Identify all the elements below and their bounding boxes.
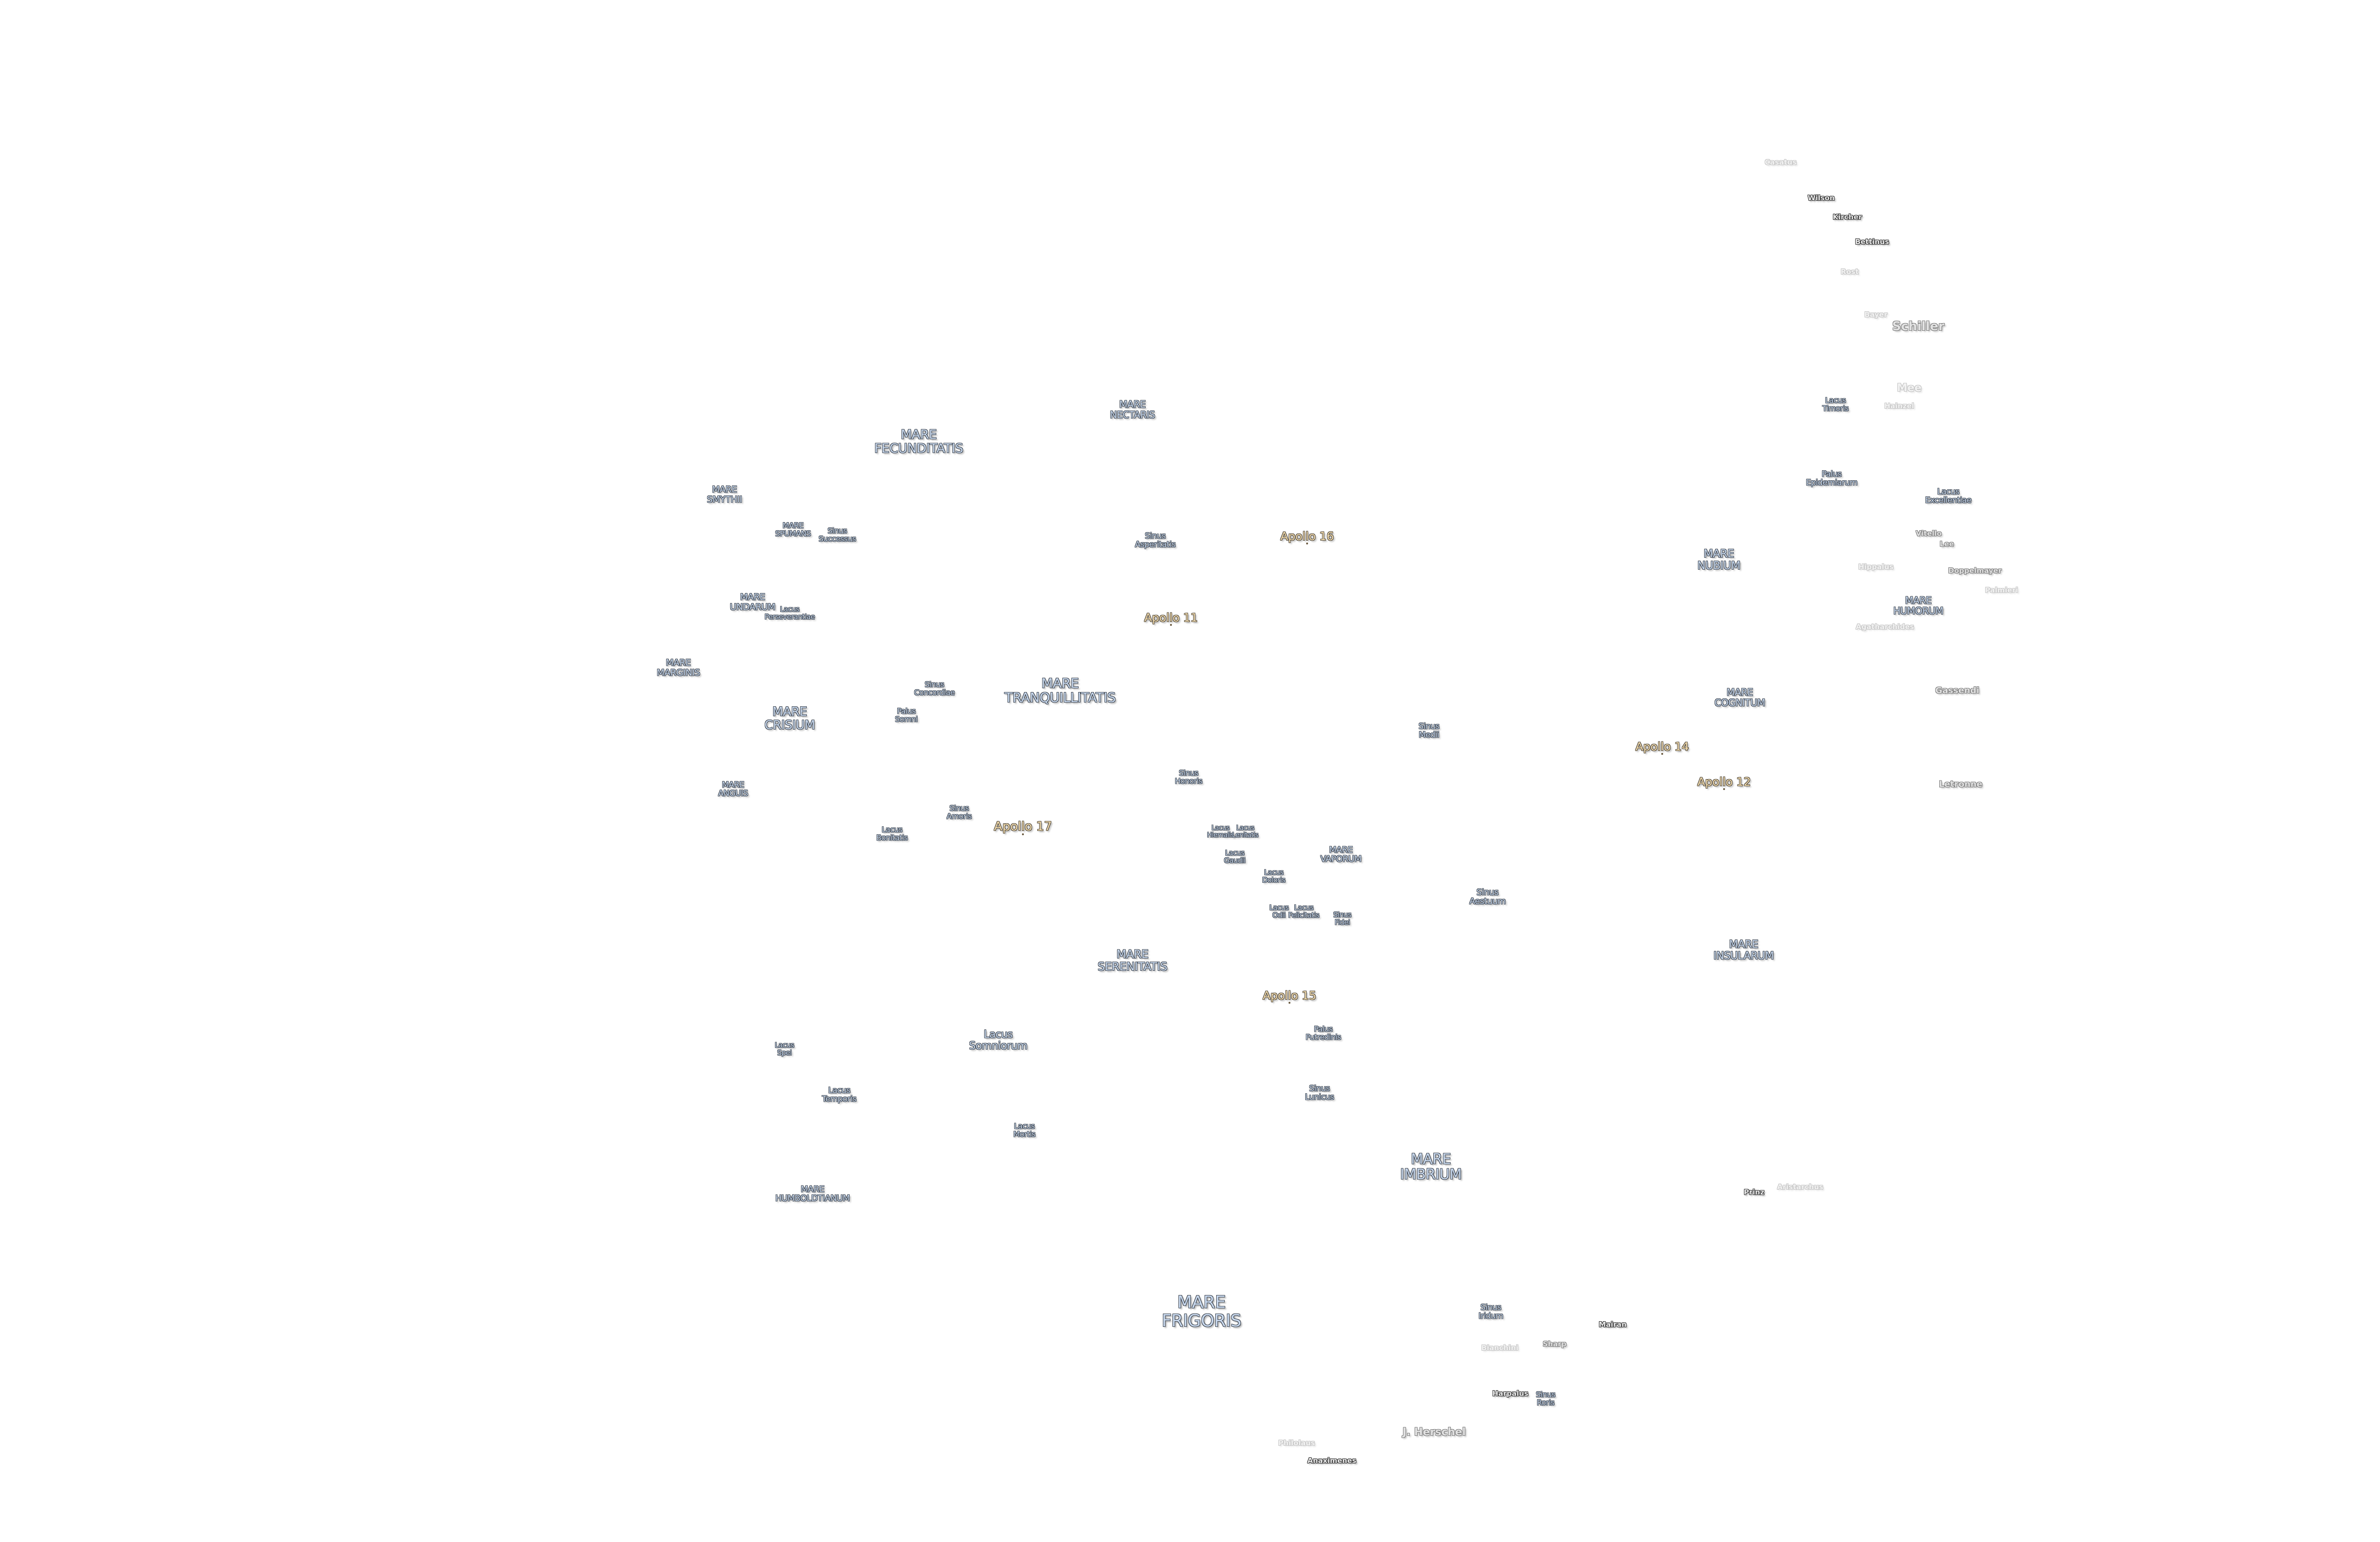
- feature-label-mare-humorum[interactable]: MARE HUMORUM: [1893, 594, 1944, 616]
- feature-label-sinus-concordiae[interactable]: Sinus Concordiae: [914, 680, 955, 697]
- feature-label-j-herschel[interactable]: J. Herschel: [1402, 1426, 1466, 1439]
- feature-label-mare-marginis[interactable]: MARE MARGINIS: [656, 657, 700, 678]
- feature-label-rost[interactable]: Rost: [1841, 267, 1859, 276]
- feature-label-hainzel[interactable]: Hainzel: [1884, 401, 1914, 410]
- feature-label-mare-tranquillitatis[interactable]: MARE TRANQUILLITATIS: [1004, 675, 1116, 705]
- feature-label-wilson[interactable]: Wilson: [1807, 193, 1835, 202]
- landing-site-marker-icon: [1170, 624, 1172, 626]
- feature-label-vitello[interactable]: Vitello: [1915, 529, 1942, 538]
- feature-label-sinus-honoris[interactable]: Sinus Honoris: [1175, 768, 1202, 786]
- feature-label-lacus-bonitatis[interactable]: Lacus Bonitatis: [876, 825, 908, 842]
- feature-label-lacus-lenitatis[interactable]: Lacus Lenitatis: [1232, 824, 1259, 839]
- landing-site-label-apollo-15[interactable]: Apollo 15: [1262, 989, 1317, 1003]
- feature-label-sinus-roris[interactable]: Sinus Roris: [1536, 1390, 1556, 1407]
- feature-label-mare-vaporum[interactable]: MARE VAPORUM: [1320, 845, 1362, 864]
- feature-label-mare-anguis[interactable]: MARE ANGUIS: [718, 780, 748, 799]
- feature-label-sinus-lunicus[interactable]: Sinus Lunicus: [1305, 1084, 1334, 1102]
- feature-label-mare-crisium[interactable]: MARE CRISIUM: [764, 704, 815, 732]
- feature-label-palmieri[interactable]: Palmieri: [1985, 585, 2018, 594]
- feature-label-lacus-somniorum[interactable]: Lacus Somniorum: [969, 1028, 1028, 1052]
- feature-label-lacus-mortis[interactable]: Lacus Mortis: [1013, 1121, 1036, 1139]
- feature-label-mare-spumans[interactable]: MARE SPUMANS: [775, 521, 811, 538]
- landing-site-marker-icon: [1022, 833, 1024, 835]
- feature-label-lacus-doloris[interactable]: Lacus Doloris: [1262, 868, 1286, 884]
- feature-label-sinus-asperitatis[interactable]: Sinus Asperitatis: [1135, 531, 1176, 550]
- feature-label-mare-nectaris[interactable]: MARE NECTARIS: [1110, 398, 1155, 420]
- feature-label-lacus-gaudii[interactable]: Lacus Gaudii: [1224, 848, 1246, 865]
- feature-label-sinus-fidei[interactable]: Sinus Fidei: [1333, 910, 1352, 927]
- feature-label-mare-undarum[interactable]: MARE UNDARUM: [730, 592, 775, 612]
- feature-label-mare-humboldtianum[interactable]: MARE HUMBOLDTIANUM: [775, 1184, 850, 1204]
- feature-label-mare-frigoris[interactable]: MARE FRIGORIS: [1161, 1293, 1241, 1331]
- feature-label-lee[interactable]: Lee: [1940, 539, 1954, 548]
- landing-site-marker-icon: [1306, 543, 1308, 545]
- feature-label-harpalus[interactable]: Harpalus: [1492, 1389, 1528, 1398]
- feature-label-sharp[interactable]: Sharp: [1543, 1339, 1567, 1348]
- landing-site-label-apollo-11[interactable]: Apollo 11: [1144, 611, 1198, 625]
- feature-label-bianchini[interactable]: Bianchini: [1481, 1343, 1518, 1352]
- feature-label-hippalus[interactable]: Hippalus: [1858, 562, 1894, 571]
- landing-site-label-apollo-14[interactable]: Apollo 14: [1635, 740, 1689, 754]
- feature-label-sinus-successus[interactable]: Sinus Successus: [818, 526, 856, 544]
- feature-label-sinus-medii[interactable]: Sinus Medii: [1418, 722, 1439, 740]
- feature-label-lacus-temporis[interactable]: Lacus Temporis: [822, 1086, 857, 1104]
- feature-label-aristarchus[interactable]: Aristarchus: [1777, 1182, 1824, 1191]
- feature-label-mare-imbrium[interactable]: MARE IMBRIUM: [1400, 1151, 1462, 1183]
- feature-label-lacus-felicitatis[interactable]: Lacus Felicitatis: [1288, 903, 1319, 919]
- feature-label-lacus-hiemalis[interactable]: Lacus Hiemalis: [1207, 824, 1234, 839]
- feature-label-sinus-amoris[interactable]: Sinus Amoris: [946, 803, 972, 821]
- feature-label-lacus-excellentiae[interactable]: Lacus Excellentiae: [1925, 487, 1972, 505]
- feature-label-lacus-timoris[interactable]: Lacus Timoris: [1822, 395, 1849, 413]
- feature-label-agatharchides[interactable]: Agatharchides: [1855, 622, 1914, 631]
- feature-label-lacus-odii[interactable]: Lacus Odii: [1269, 903, 1289, 919]
- landing-site-label-apollo-17[interactable]: Apollo 17: [994, 819, 1052, 834]
- feature-label-palus-putredinis[interactable]: Palus Putredinis: [1305, 1024, 1341, 1042]
- feature-label-doppelmayer[interactable]: Doppelmayer: [1948, 566, 2002, 575]
- feature-label-mairan[interactable]: Mairan: [1598, 1320, 1627, 1329]
- feature-label-casatus[interactable]: Casatus: [1765, 158, 1797, 167]
- feature-label-palus-epidemiarum[interactable]: Palus Epidemiarum: [1805, 469, 1858, 488]
- feature-label-mare-smythii[interactable]: MARE SMYTHII: [707, 484, 742, 504]
- feature-label-mare-nubium[interactable]: MARE NUBIUM: [1697, 548, 1741, 572]
- feature-label-sinus-aestuum[interactable]: Sinus Aestuum: [1469, 887, 1506, 907]
- feature-label-palus-somni[interactable]: Palus Somni: [895, 706, 918, 724]
- feature-label-kircher[interactable]: Kircher: [1833, 212, 1862, 221]
- feature-label-prinz[interactable]: Prinz: [1744, 1187, 1765, 1196]
- feature-label-gassendi[interactable]: Gassendi: [1935, 685, 1980, 696]
- feature-label-mee[interactable]: Mee: [1897, 382, 1922, 395]
- landing-site-marker-icon: [1661, 753, 1663, 755]
- feature-label-mare-fecunditatis[interactable]: MARE FECUNDITATIS: [874, 427, 963, 456]
- landing-site-marker-icon: [1289, 1002, 1290, 1004]
- landing-site-label-apollo-16[interactable]: Apollo 16: [1280, 530, 1334, 544]
- feature-label-mare-insularum[interactable]: MARE INSULARUM: [1713, 939, 1774, 962]
- landing-site-label-apollo-12[interactable]: Apollo 12: [1697, 775, 1751, 789]
- feature-label-sinus-iridum[interactable]: Sinus Iridum: [1478, 1303, 1503, 1321]
- feature-label-lacus-perseverantiae[interactable]: Lacus Perseverantiae: [764, 604, 815, 621]
- feature-label-anaximenes[interactable]: Anaximenes: [1307, 1456, 1357, 1465]
- feature-label-bettinus[interactable]: Bettinus: [1855, 237, 1889, 246]
- feature-label-mare-serenitatis[interactable]: MARE SERENITATIS: [1097, 948, 1168, 973]
- feature-label-lacus-spei[interactable]: Lacus Spei: [774, 1040, 794, 1057]
- feature-label-schiller[interactable]: Schiller: [1892, 319, 1944, 334]
- feature-label-bayer[interactable]: Bayer: [1864, 310, 1888, 319]
- feature-label-philolaus[interactable]: Philolaus: [1278, 1438, 1315, 1447]
- feature-label-letronne[interactable]: Letronne: [1939, 779, 1983, 790]
- landing-site-marker-icon: [1723, 788, 1725, 791]
- feature-label-mare-cognitum[interactable]: MARE COGNITUM: [1714, 686, 1765, 708]
